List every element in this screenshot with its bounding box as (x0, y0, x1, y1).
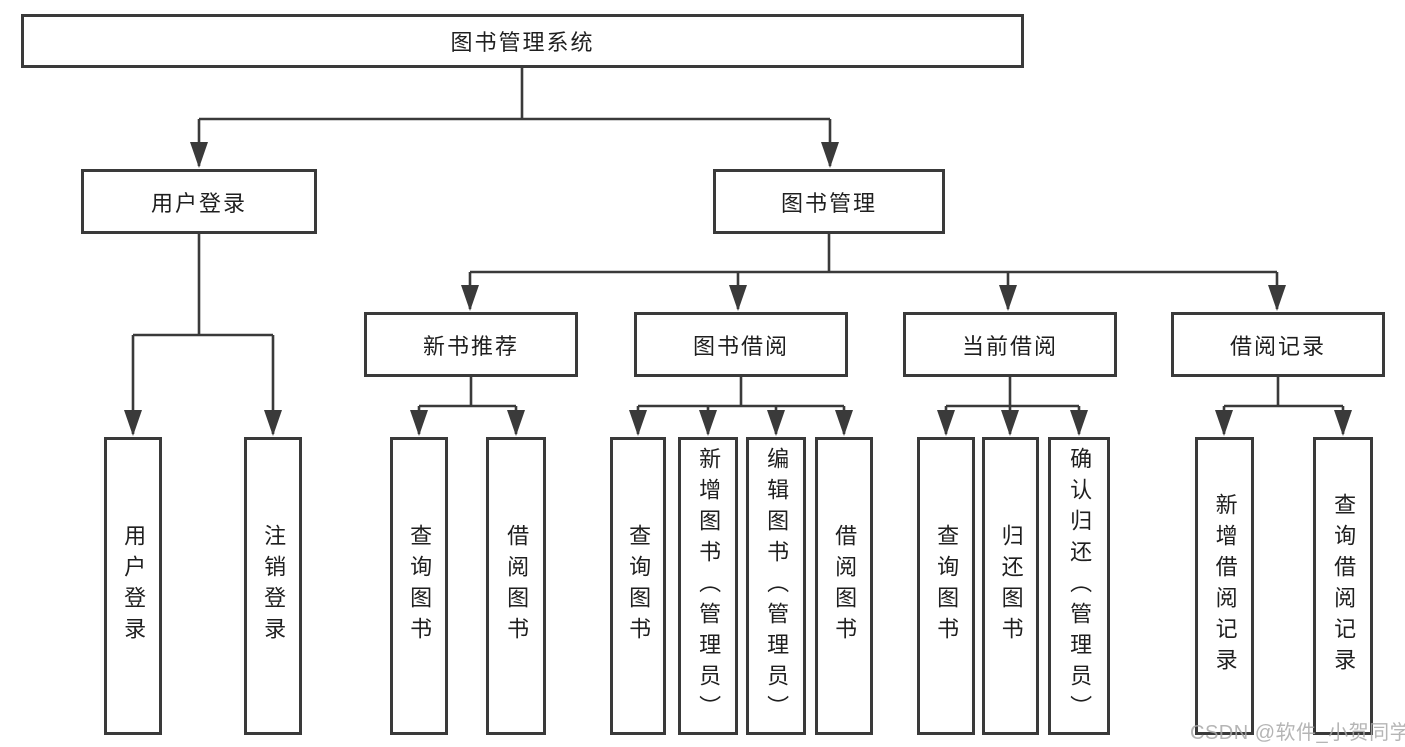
leaf-label: 新增图书（管理员） (696, 446, 722, 726)
arrow-down-icon (767, 410, 785, 436)
connector-book-borrow-to-leaves (629, 377, 853, 436)
node-book-management: 图书管理 (713, 169, 945, 234)
leaf-label: 确认归还（管理员） (1067, 446, 1093, 726)
node-user-login: 用户登录 (81, 169, 317, 234)
leaf-query-books-current: 查询图书 (917, 437, 975, 735)
leaf-query-books-borrow: 查询图书 (610, 437, 666, 735)
leaf-user-login: 用户登录 (104, 437, 162, 735)
leaf-label: 查询图书 (407, 524, 433, 648)
leaf-label: 查询图书 (934, 524, 960, 648)
leaf-label: 编辑图书（管理员） (764, 446, 790, 726)
arrow-down-icon (629, 410, 647, 436)
arrow-down-icon (937, 410, 955, 436)
arrow-down-icon (1215, 410, 1233, 436)
arrow-down-icon (410, 410, 428, 436)
arrow-down-icon (699, 410, 717, 436)
arrow-down-icon (461, 285, 479, 311)
connector-new-book-to-leaves (410, 377, 525, 436)
leaf-label: 新增借阅记录 (1212, 493, 1238, 679)
arrow-down-icon (1070, 410, 1088, 436)
leaf-label: 归还图书 (998, 524, 1024, 648)
arrow-down-icon (835, 410, 853, 436)
connector-borrow-record-to-leaves (1215, 377, 1352, 436)
arrow-down-icon (1001, 410, 1019, 436)
leaf-label: 查询借阅记录 (1331, 493, 1357, 679)
leaf-add-book-admin: 新增图书（管理员） (678, 437, 738, 735)
arrow-down-icon (821, 142, 839, 168)
connector-root-to-level2 (190, 68, 839, 168)
leaf-confirm-return-admin: 确认归还（管理员） (1048, 437, 1110, 735)
node-root-library-system: 图书管理系统 (21, 14, 1024, 68)
arrow-down-icon (999, 285, 1017, 311)
leaf-label: 用户登录 (121, 524, 147, 648)
leaf-add-borrow-record: 新增借阅记录 (1195, 437, 1254, 735)
leaf-label: 借阅图书 (504, 524, 530, 648)
arrow-down-icon (507, 410, 525, 436)
node-new-book-recommend: 新书推荐 (364, 312, 578, 377)
connector-user-login-to-leaves (124, 234, 282, 436)
node-book-borrow: 图书借阅 (634, 312, 848, 377)
connector-current-borrow-to-leaves (937, 377, 1088, 436)
node-current-borrow: 当前借阅 (903, 312, 1117, 377)
arrow-down-icon (729, 285, 747, 311)
node-borrow-records: 借阅记录 (1171, 312, 1385, 377)
leaf-edit-book-admin: 编辑图书（管理员） (746, 437, 806, 735)
leaf-borrow-books: 借阅图书 (815, 437, 873, 735)
leaf-label: 查询图书 (626, 524, 652, 648)
leaf-label: 注销登录 (261, 524, 287, 648)
csdn-watermark: CSDN @软件_小贺同学 (1190, 722, 1405, 744)
arrow-down-icon (124, 410, 142, 436)
leaf-logout: 注销登录 (244, 437, 302, 735)
connector-book-management-to-level3 (461, 234, 1286, 311)
arrow-down-icon (1268, 285, 1286, 311)
arrow-down-icon (264, 410, 282, 436)
arrow-down-icon (190, 142, 208, 168)
leaf-query-books-recommend: 查询图书 (390, 437, 448, 735)
leaf-query-borrow-record: 查询借阅记录 (1313, 437, 1373, 735)
leaf-label: 借阅图书 (832, 524, 858, 648)
leaf-return-book: 归还图书 (982, 437, 1039, 735)
leaf-borrow-books-recommend: 借阅图书 (486, 437, 546, 735)
arrow-down-icon (1334, 410, 1352, 436)
